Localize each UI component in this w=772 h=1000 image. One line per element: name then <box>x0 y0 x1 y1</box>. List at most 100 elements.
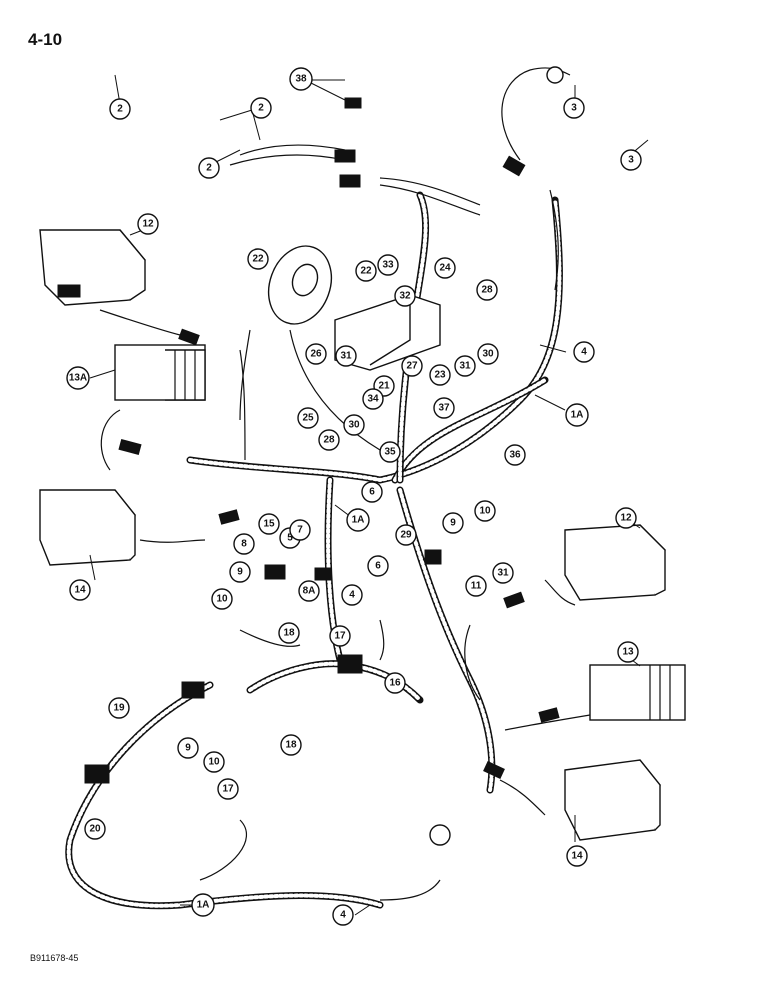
svg-text:27: 27 <box>406 361 418 372</box>
svg-text:25: 25 <box>302 413 314 424</box>
svg-text:14: 14 <box>74 585 86 596</box>
callout-36: 36 <box>504 444 526 466</box>
callout-10-c: 10 <box>203 751 225 773</box>
lamp-12-right <box>564 524 666 601</box>
callout-2-b: 2 <box>250 97 272 119</box>
callout-19: 19 <box>108 697 130 719</box>
callout-37: 37 <box>433 397 455 419</box>
callout-10-a: 10 <box>211 588 233 610</box>
main-harness <box>65 191 563 910</box>
callout-10-b: 10 <box>474 500 496 522</box>
callout-14-left: 14 <box>69 579 91 601</box>
svg-text:5: 5 <box>287 533 293 544</box>
svg-text:18: 18 <box>283 628 295 639</box>
svg-text:15: 15 <box>263 519 275 530</box>
callout-28-b: 28 <box>318 429 340 451</box>
callout-33: 33 <box>377 254 399 276</box>
svg-text:4: 4 <box>340 910 346 921</box>
callout-35: 35 <box>379 441 401 463</box>
callout-18-b: 18 <box>280 734 302 756</box>
svg-text:17: 17 <box>334 631 346 642</box>
svg-text:18: 18 <box>285 740 297 751</box>
callout-11: 11 <box>465 575 487 597</box>
figure-code: B911678-45 <box>30 953 79 963</box>
lamp-14-left <box>39 489 136 566</box>
callout-34: 34 <box>362 388 384 410</box>
callout-24: 24 <box>434 257 456 279</box>
svg-text:13: 13 <box>622 647 634 658</box>
callout-13a: 13A <box>66 366 90 390</box>
callout-31-c: 31 <box>492 562 514 584</box>
svg-text:1A: 1A <box>571 410 584 421</box>
svg-text:31: 31 <box>459 361 471 372</box>
callout-6-b: 6 <box>367 555 389 577</box>
callout-8: 8 <box>233 533 255 555</box>
callout-32: 32 <box>394 285 416 307</box>
wires <box>99 67 591 901</box>
svg-text:31: 31 <box>340 351 352 362</box>
svg-text:9: 9 <box>185 743 191 754</box>
svg-text:14: 14 <box>571 851 583 862</box>
svg-text:4: 4 <box>349 590 355 601</box>
svg-text:4: 4 <box>581 347 587 358</box>
lamp-12-upper-left <box>39 229 146 306</box>
callout-30-b: 30 <box>343 414 365 436</box>
callout-29: 29 <box>395 524 417 546</box>
svg-text:8A: 8A <box>303 586 316 597</box>
callout-6-a: 6 <box>361 481 383 503</box>
svg-text:29: 29 <box>400 530 412 541</box>
callout-1a-mid: 1A <box>346 508 370 532</box>
svg-text:3: 3 <box>571 103 577 114</box>
svg-text:8: 8 <box>241 539 247 550</box>
callout-12-right: 12 <box>615 507 637 529</box>
callout-3-a: 3 <box>563 97 585 119</box>
callout-4-c: 4 <box>332 904 354 926</box>
svg-text:2: 2 <box>206 163 212 174</box>
callout-1a-top: 1A <box>565 403 589 427</box>
callout-20: 20 <box>84 818 106 840</box>
callout-7: 7 <box>289 519 311 541</box>
callout-8a: 8A <box>298 580 320 602</box>
callout-17-a: 17 <box>329 625 351 647</box>
svg-text:22: 22 <box>252 254 264 265</box>
callout-38: 38 <box>289 67 313 91</box>
svg-text:6: 6 <box>375 561 381 572</box>
horn-22 <box>267 245 333 325</box>
callout-17-b: 17 <box>217 778 239 800</box>
svg-text:38: 38 <box>295 74 307 85</box>
callout-1a-bottom: 1A <box>191 893 215 917</box>
svg-text:13A: 13A <box>69 373 87 384</box>
svg-text:31: 31 <box>497 568 509 579</box>
svg-text:10: 10 <box>479 506 491 517</box>
svg-text:6: 6 <box>369 487 375 498</box>
callout-15: 15 <box>258 513 280 535</box>
switch-bracket-24 <box>334 294 441 371</box>
svg-text:9: 9 <box>237 567 243 578</box>
callout-13: 13 <box>617 641 639 663</box>
callout-3-b: 3 <box>620 149 642 171</box>
svg-text:24: 24 <box>439 263 451 274</box>
svg-text:37: 37 <box>438 403 450 414</box>
svg-text:12: 12 <box>142 219 154 230</box>
callout-4-b: 4 <box>341 584 363 606</box>
callout-12-left: 12 <box>137 213 159 235</box>
svg-text:2: 2 <box>258 103 264 114</box>
svg-text:34: 34 <box>367 394 379 405</box>
svg-text:3: 3 <box>628 155 634 166</box>
callout-31-b: 31 <box>454 355 476 377</box>
callout-2-c: 2 <box>198 157 220 179</box>
callout-23: 23 <box>429 364 451 386</box>
svg-text:20: 20 <box>89 824 101 835</box>
callout-28-a: 28 <box>476 279 498 301</box>
svg-text:33: 33 <box>382 260 394 271</box>
svg-text:19: 19 <box>113 703 125 714</box>
svg-text:30: 30 <box>348 420 360 431</box>
callout-27: 27 <box>401 355 423 377</box>
svg-text:1A: 1A <box>352 515 365 526</box>
callouts: 1A 1A 1A 2 2 2 3 3 4 4 4 5 6 6 7 8 8A 9 … <box>66 67 642 926</box>
callout-9-b: 9 <box>442 512 464 534</box>
svg-text:9: 9 <box>450 518 456 529</box>
svg-text:10: 10 <box>208 757 220 768</box>
svg-text:36: 36 <box>509 450 521 461</box>
